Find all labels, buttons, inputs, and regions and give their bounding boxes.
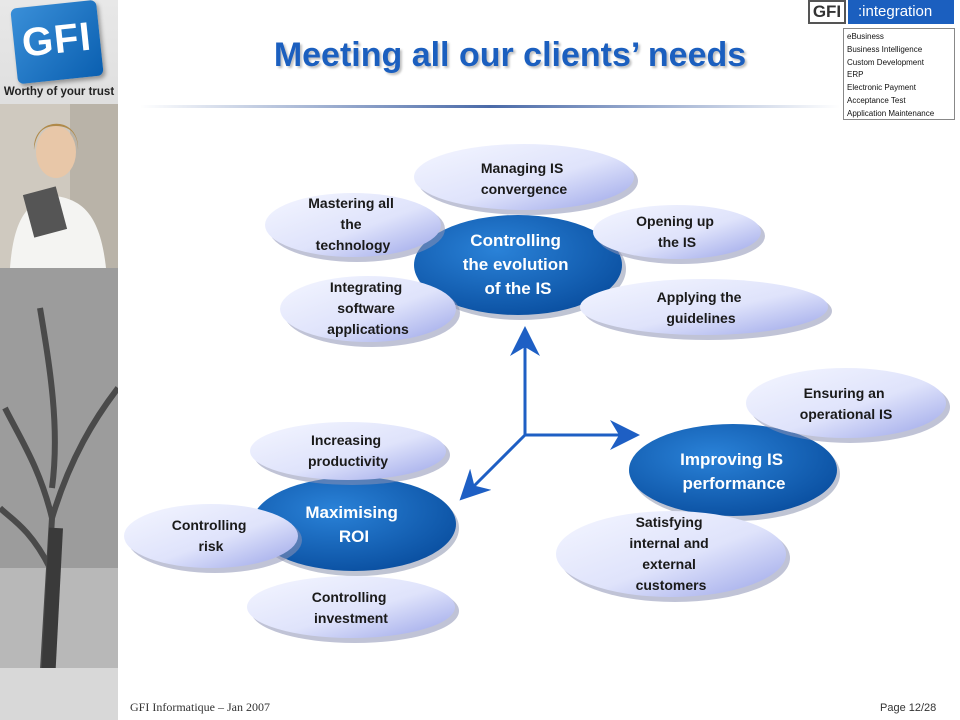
- integration-item: Acceptance Test: [847, 95, 906, 105]
- hub-right-group: Improving IS performance Ensuring an ope…: [556, 368, 950, 602]
- footer-page-number: Page 12/28: [880, 702, 937, 714]
- integration-item: ERP: [847, 70, 864, 80]
- sidebar-panel: GFI Worthy of your trust: [0, 0, 118, 720]
- integration-gfi-mark: GFI: [808, 0, 846, 24]
- hub-left-group: Maximising ROI Increasing productivity C…: [124, 422, 459, 643]
- connector-arrows: [459, 326, 640, 501]
- satellite-satisfying-customers: [556, 511, 786, 597]
- satellite-managing-convergence: [414, 144, 634, 210]
- integration-item: eBusiness: [847, 32, 884, 41]
- satellite-label: Controlling investment: [312, 589, 391, 626]
- hub-maximising-roi: [252, 477, 456, 571]
- satellite-ensuring-operational: [746, 368, 946, 438]
- satellite-label: Applying the guidelines: [657, 289, 746, 326]
- satellite-label: Satisfying internal and external custome…: [629, 514, 712, 593]
- integration-banner: :integration: [848, 0, 954, 24]
- satellite-controlling-investment: [247, 576, 455, 638]
- integration-item: Application Maintenance: [847, 108, 935, 118]
- tagline: Worthy of your trust: [3, 86, 115, 98]
- hub-top-label: Controlling the evolution of the IS: [463, 231, 574, 298]
- satellite-opening-up: [593, 205, 761, 259]
- integration-item: Custom Development: [847, 57, 924, 67]
- page-title: Meeting all our clients’ needs: [273, 36, 747, 74]
- satellite-label: Increasing productivity: [308, 432, 388, 469]
- satellite-label: Ensuring an operational IS: [800, 385, 893, 422]
- satellite-increasing-productivity: [250, 422, 446, 480]
- footer-company-date: GFI Informatique – Jan 2007: [130, 700, 270, 714]
- satellite-label: Mastering all the technology: [308, 195, 397, 253]
- hub-top-group: Controlling the evolution of the IS Mana…: [265, 144, 832, 347]
- integration-services-list: eBusiness Business Intelligence Custom D…: [843, 28, 955, 120]
- title-underline: [140, 105, 840, 108]
- hub-improving-performance: [629, 424, 837, 516]
- satellite-integrating-software: [280, 276, 456, 342]
- satellite-controlling-risk: [124, 504, 298, 568]
- integration-item: Electronic Payment: [847, 83, 916, 93]
- hub-right-label: Improving IS performance: [680, 450, 788, 493]
- tree-photo: [0, 268, 118, 720]
- satellite-mastering-technology: [265, 193, 441, 257]
- satellite-label: Controlling risk: [172, 517, 251, 554]
- arrow-down-left: [459, 433, 527, 501]
- satellite-label: Managing IS convergence: [481, 160, 568, 197]
- hub-controlling-evolution: [414, 215, 622, 315]
- businesswoman-photo: [0, 104, 118, 268]
- satellite-label: Integrating software applications: [327, 279, 409, 337]
- satellite-label: Opening up the IS: [636, 213, 718, 250]
- integration-item: Business Intelligence: [847, 44, 923, 54]
- satellite-applying-guidelines: [580, 279, 828, 335]
- hub-left-label: Maximising ROI: [305, 503, 402, 546]
